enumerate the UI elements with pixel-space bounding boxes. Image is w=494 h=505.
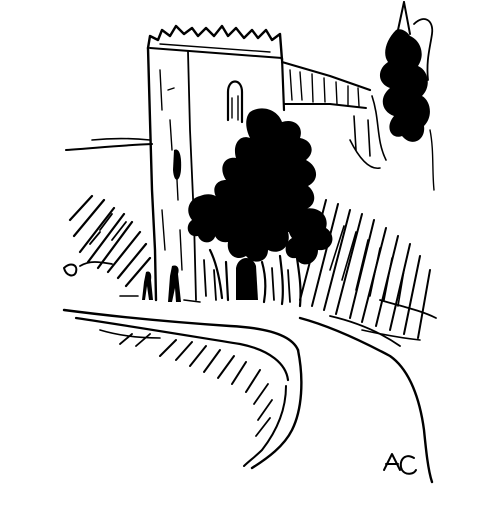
standing-figures bbox=[119, 265, 201, 303]
distant-hill-lines bbox=[65, 137, 153, 151]
curtain-wall bbox=[280, 60, 381, 169]
right-slope-hatching bbox=[299, 199, 437, 341]
winding-road bbox=[62, 308, 434, 484]
foliage-mass bbox=[187, 108, 333, 308]
castle-tower bbox=[146, 24, 286, 302]
left-bushes-hatching bbox=[63, 194, 152, 288]
artist-monogram bbox=[383, 453, 417, 475]
cypress-tree bbox=[371, 1, 435, 191]
